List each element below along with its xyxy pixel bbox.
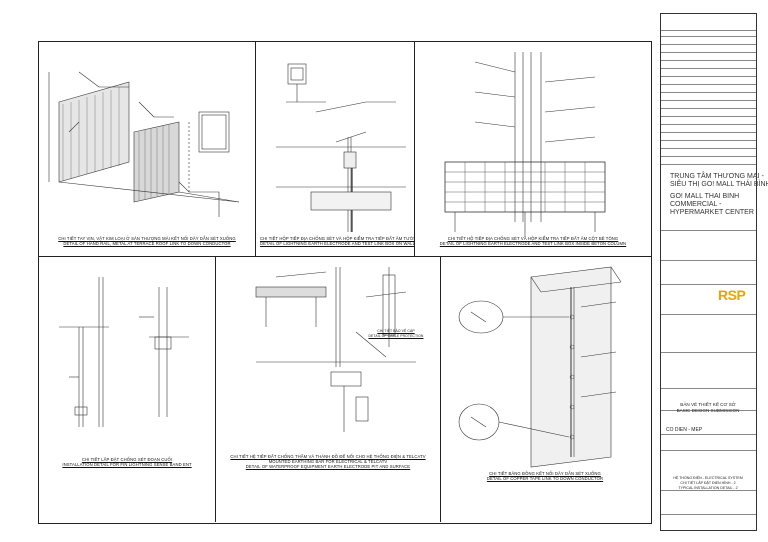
caption-en: INSTALLATION DETAIL FOR FIN LIGHTNING SE… <box>62 462 192 467</box>
drawing-title: HỆ THỐNG ĐIỆN - ELECTRICAL SYSTEM CHI TI… <box>673 476 743 490</box>
waterproof-earthing-drawing <box>255 267 416 432</box>
detail-panel-test-link-wall: CHI TIẾT HỘP TIẾP ĐỊA CHỐNG SÉT VÀ HỘP K… <box>256 42 414 256</box>
caption-vi: CHI TIẾT HỘ TIẾP ĐỊA CHỐNG SÉT VÀ HỘP KI… <box>447 236 619 241</box>
final-section-drawing <box>59 277 189 427</box>
test-link-column-drawing <box>444 52 606 237</box>
handrail-drawing <box>48 71 240 217</box>
caption-vi: CHI TIẾT BĂNG ĐỒNG KẾT NỐI DÂY DẪN SÉT X… <box>489 471 601 476</box>
project-name-vi: TRUNG TÂM THƯƠNG MẠI - SIÊU THỊ GO! MALL… <box>670 173 768 188</box>
panel-divider-4 <box>440 256 441 522</box>
title-block <box>660 13 757 531</box>
caption-en: DETAIL OF LIGHTNING EARTH ELECTRODE AND … <box>439 241 627 246</box>
detail-panel-handrail: CHI TIẾT TAY VỊN, VẬT KIM LOẠI Ở SÂN THƯ… <box>39 42 255 256</box>
caption-vi: CHI TIẾT LẮP ĐẶT CHỐNG SÉT ĐOẠN CUỐI <box>81 457 173 462</box>
side-caption-en: DETAIL OF CABLE PROTECTION <box>368 334 424 338</box>
consultant-logo: RSP <box>718 287 746 303</box>
drawing-frame <box>38 41 652 524</box>
copper-tape-drawing <box>458 266 622 468</box>
side-caption-vi: CHI TIẾT BẢO VỆ CÁP <box>377 329 415 333</box>
test-link-wall-drawing <box>276 63 406 232</box>
caption-vi: CHI TIẾT TAY VỊN, VẬT KIM LOẠI Ở SÂN THƯ… <box>58 236 236 241</box>
caption-vi: CHI TIẾT HỆ TIẾP ĐẤT CHỐNG THẤM VÀ THÁNH… <box>230 454 426 459</box>
detail-panel-final-section: CHI TIẾT LẮP ĐẶT CHỐNG SÉT ĐOẠN CUỐI INS… <box>39 257 215 522</box>
stage-label: BẢN VẼ THIẾT KẾ CƠ SỞ BASIC DESIGN SUBMI… <box>676 402 740 413</box>
caption-en: DETAIL OF HAND RAIL, METAL AT TERRACE RO… <box>63 241 231 246</box>
detail-panel-copper-tape: CHI TIẾT BĂNG ĐỒNG KẾT NỐI DÂY DẪN SÉT X… <box>441 257 651 522</box>
panel-divider-horizontal <box>38 256 652 257</box>
caption-vi: CHI TIẾT HỘP TIẾP ĐỊA CHỐNG SÉT VÀ HỘP K… <box>260 236 414 241</box>
caption-en: MOUNTED EARTHING BAR FOR ELECTRICAL & TE… <box>268 459 388 464</box>
detail-panel-test-link-column: CHI TIẾT HỘ TIẾP ĐỊA CHỐNG SÉT VÀ HỘP KI… <box>415 42 651 256</box>
panel-divider-2 <box>414 41 415 256</box>
panel-divider-1 <box>255 41 256 256</box>
detail-panel-waterproof-earthing: CHI TIẾT BẢO VỆ CÁP DETAIL OF CABLE PROT… <box>216 257 440 522</box>
caption-en-2: DETAIL OF WATERPROOF EQUIPMENT EARTH ELE… <box>245 464 411 469</box>
drawing-code: CO DIEN - MEP <box>666 427 703 433</box>
caption-en: DETAIL OF LIGHTNING EARTH ELECTRODE AND … <box>260 241 414 246</box>
project-name-en: GO! MALL THAI BINH COMMERCIAL - HYPERMAR… <box>670 193 754 216</box>
panel-divider-3 <box>215 256 216 522</box>
caption-en: DETAIL OF COPPER TAPE LINK TO DOWN CONDU… <box>486 476 604 481</box>
